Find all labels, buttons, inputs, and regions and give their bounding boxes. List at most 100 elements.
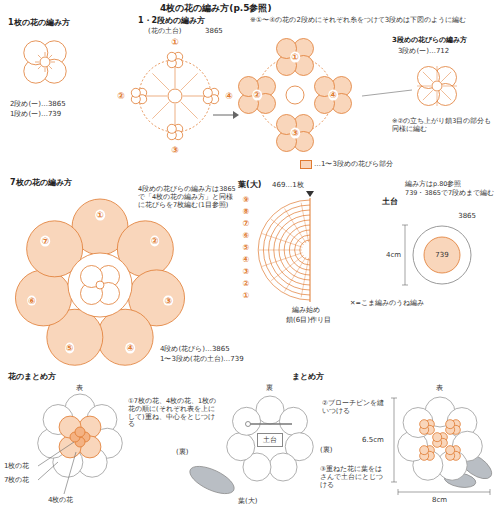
petal <box>75 427 85 437</box>
petal <box>167 52 176 61</box>
note-text: ①7枚の花、4枚の花、1枚の花の順に(それぞれ表を上にして)重ね、中心をとじつけ… <box>128 398 220 429</box>
note-text: 1段め(ー)…739 <box>10 110 61 118</box>
note-text: 4cm <box>386 251 401 259</box>
petal-flower <box>277 115 314 152</box>
stitch-mark <box>262 253 302 267</box>
flower-motif <box>81 266 120 305</box>
dimension-tick <box>490 489 491 495</box>
section-heading: 1・2段めの編み方 <box>138 16 205 26</box>
note-text: 4枚の花 <box>48 496 73 504</box>
center-ring <box>40 57 50 67</box>
stitch-mark <box>441 72 451 82</box>
stitch-mark <box>181 73 198 90</box>
callout-number: ④ <box>242 255 251 265</box>
dimension-tick <box>402 285 408 286</box>
petal <box>15 270 71 326</box>
petal <box>452 431 482 461</box>
petal <box>446 420 455 429</box>
note-text: 表 <box>436 384 443 392</box>
petal <box>279 407 307 435</box>
base-circle: 3865739 <box>412 225 472 285</box>
callout-number: ② <box>116 91 126 102</box>
leader-line <box>362 90 412 96</box>
stitch-mark <box>152 73 169 90</box>
petal <box>97 309 153 365</box>
dimension-tick <box>391 482 397 483</box>
petal-flower <box>315 77 352 114</box>
dimension-tick <box>402 225 408 226</box>
leaf-shape <box>186 461 238 499</box>
center-ring <box>286 86 304 104</box>
note-text: 8cm <box>432 496 447 504</box>
stitch-mark <box>181 102 198 119</box>
node-text: 739 <box>435 251 448 259</box>
stitch-mark <box>152 102 169 119</box>
petal-chart <box>418 67 457 106</box>
note-text: ②ブローチピンを縫いつける <box>322 400 386 416</box>
dimension-tick <box>398 489 399 495</box>
stitch-mark <box>437 66 438 80</box>
section-heading: 1枚の花の編み方 <box>8 18 70 28</box>
petal <box>233 407 261 435</box>
callout-number: ⑤ <box>242 243 251 253</box>
legend-swatch <box>300 160 312 169</box>
stitch-mark <box>38 55 41 58</box>
stitch-mark <box>423 72 433 82</box>
note-text: 1枚の花 <box>4 462 29 470</box>
note-text: (裏) <box>320 446 332 454</box>
petal <box>203 88 212 97</box>
leaf-chart <box>258 200 310 300</box>
dimension-line <box>405 225 406 285</box>
petal <box>269 453 297 481</box>
section-heading: まとめ方 <box>292 372 324 382</box>
arrow-head <box>233 111 239 119</box>
note-text: ※②の立ち上がり鎖3目の部分も同様に編む <box>392 118 496 134</box>
chain-ring <box>139 60 211 132</box>
legend-entry: …1〜3段めの花びら部分 <box>300 160 393 169</box>
callout-number: ① <box>170 37 180 48</box>
callout-number: ① <box>290 52 300 63</box>
petal-flower <box>239 77 276 114</box>
callout-number: ③ <box>163 295 173 306</box>
section-heading: 葉(大) <box>238 180 261 190</box>
stitch-mark <box>271 255 304 281</box>
brooch-pin <box>248 423 292 425</box>
flower-motif <box>167 52 182 67</box>
stitch-mark <box>38 66 41 69</box>
small-flower <box>420 446 435 461</box>
start-mark <box>306 191 314 197</box>
stitch-mark <box>443 86 457 87</box>
note-text: ③重ねた花に葉をはさんで土台にとじつける <box>320 466 386 489</box>
petal <box>446 446 455 455</box>
flower-motif <box>203 88 218 103</box>
center-ring <box>432 81 442 91</box>
base-box: 土台 <box>257 433 283 447</box>
callout-number: ⑦ <box>242 219 251 229</box>
callout-number: ⑤ <box>65 343 75 354</box>
note-text: 編み方はp.80参照 <box>405 181 461 189</box>
note-text: 739・3865で7段めまで編む <box>405 190 497 198</box>
leaf-spine <box>310 198 311 302</box>
callout-number: ⑨ <box>242 195 251 205</box>
flower-back <box>227 396 313 481</box>
stitch-mark <box>285 208 307 243</box>
note-text: 6.5cm <box>362 436 384 444</box>
leader-line <box>38 442 74 466</box>
center-ring <box>96 281 104 289</box>
stitch-mark <box>441 90 451 100</box>
callout-number: ③ <box>242 267 251 277</box>
section-heading: 土台 <box>382 197 398 207</box>
note-text: 469…1枚 <box>272 181 304 189</box>
small-flower <box>446 420 461 435</box>
finished-flower <box>398 397 483 480</box>
note-text: (花の土台) <box>148 27 181 35</box>
stitch-mark <box>145 96 167 97</box>
single-flower-chart <box>24 41 66 83</box>
small-flower <box>420 420 435 435</box>
seven-petal-flower <box>15 199 184 365</box>
section-heading: 7枚の花の編み方 <box>10 178 72 188</box>
note-text: 4段めの花びらの編み方は3865で「4枚の花の編み方」と同様に花びらを7枚編む(… <box>138 186 238 209</box>
note-text: 3865 <box>205 27 223 35</box>
stitch-mark <box>35 62 39 63</box>
